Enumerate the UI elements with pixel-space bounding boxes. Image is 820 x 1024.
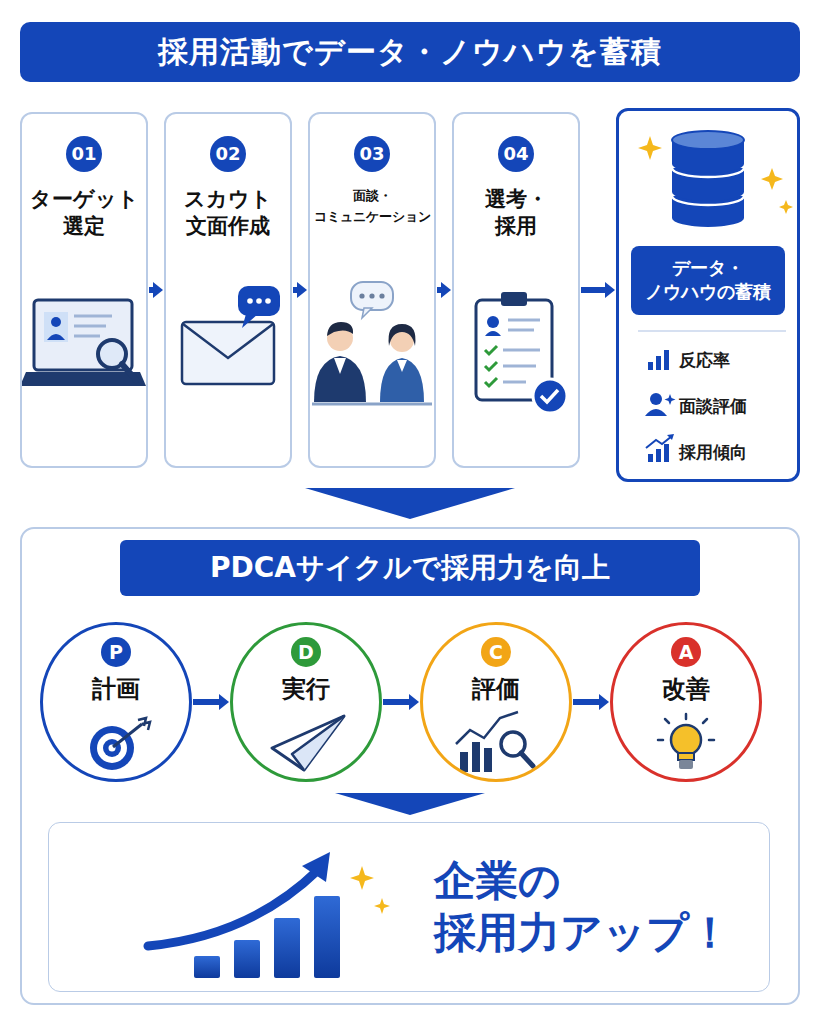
flow-arrow (573, 694, 609, 710)
data-label: データ・ ノウハウの蓄積 (631, 246, 785, 315)
big: 企業の 採用力アップ！ (434, 855, 744, 960)
process-card: 03 面談・ コミュニケーション (308, 112, 436, 468)
step-badge: A (671, 637, 701, 667)
envelope-icon (182, 286, 280, 384)
step-badge: 04 (498, 136, 534, 172)
ctext: 改善 (662, 673, 710, 705)
data-card: データ・ ノウハウの蓄積反応率面談評価採用傾向 (616, 108, 800, 482)
down-chevron (335, 793, 485, 815)
item: 面談評価 (619, 383, 797, 429)
step-badge: 02 (210, 136, 246, 172)
ctext: 実行 (282, 673, 330, 705)
card-title: スカウト 文面作成 (182, 186, 274, 241)
pdca-circle: A 改善 (610, 622, 762, 782)
item: 反応率 (619, 337, 797, 383)
flow-arrow (293, 282, 307, 298)
band: PDCAサイクルで採用力を向上 (120, 540, 700, 596)
trend-icon (646, 434, 674, 462)
process-card: 01 ターゲット 選定 (20, 112, 148, 468)
pdca-circle: D 実行 (230, 622, 382, 782)
growth-chart (148, 852, 390, 978)
result-box: 企業の 採用力アップ！ (48, 822, 770, 992)
flow-arrow (581, 282, 615, 298)
step-badge: 01 (66, 136, 102, 172)
analysis-icon (456, 712, 533, 772)
divider-line (638, 330, 786, 332)
flow-arrow (383, 694, 419, 710)
card-title: 面談・ コミュニケーション (311, 186, 433, 228)
item: 採用傾向 (619, 429, 797, 475)
down-chevron (305, 488, 515, 519)
database-icon (638, 131, 793, 227)
flow-arrow (193, 694, 229, 710)
clipboard-icon (476, 292, 567, 413)
flow-arrow (437, 282, 451, 298)
laptop-icon (20, 300, 146, 386)
person-icon (645, 393, 676, 416)
process-card: 02 スカウト 文面作成 (164, 112, 292, 468)
step-badge: P (101, 637, 131, 667)
title-band: 採用活動でデータ・ノウハウを蓄積 (20, 22, 800, 82)
pdca-circle: C 評価 (420, 622, 572, 782)
paper-plane-icon (272, 716, 344, 770)
meeting-icon (312, 282, 432, 404)
target-icon (90, 718, 150, 770)
ctext: 評価 (472, 673, 520, 705)
flow-arrow (149, 282, 163, 298)
card-title: ターゲット 選定 (28, 186, 140, 241)
process-card: 04 選考・ 採用 (452, 112, 580, 468)
pdca-panel: PDCAサイクルで採用力を向上 P 計画 D 実行 C 評価 A 改善企業の 採用力アップ！ (20, 527, 800, 1005)
pdca-circle: P 計画 (40, 622, 192, 782)
card-title: 選考・ 採用 (476, 186, 556, 241)
light-bulb-icon (658, 714, 714, 769)
step-badge: C (481, 637, 511, 667)
step-badge: D (291, 637, 321, 667)
ctext: 計画 (92, 673, 140, 705)
bar-icon (648, 350, 669, 370)
step-badge: 03 (354, 136, 390, 172)
